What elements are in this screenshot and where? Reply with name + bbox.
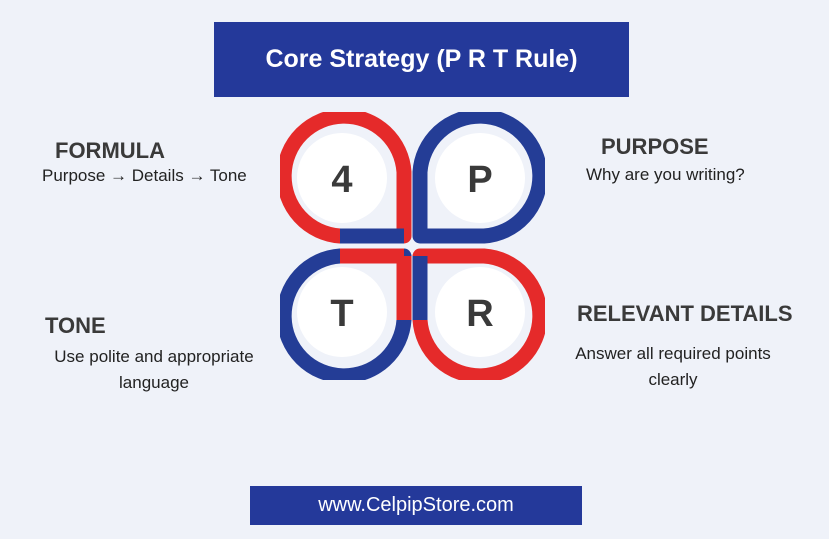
- letter-bottom-right: R: [466, 293, 493, 335]
- page-title: Core Strategy (P R T Rule): [265, 45, 578, 73]
- petal-top-left: 4: [280, 112, 412, 244]
- tone-text-line1: Use polite and appropriate: [54, 347, 254, 366]
- details-text-line1: Answer all required points: [575, 344, 771, 363]
- petal-bottom-right: R: [412, 248, 545, 380]
- formula-text: Purpose → Details → Tone: [42, 166, 247, 185]
- website-link[interactable]: www.CelpipStore.com: [318, 494, 514, 516]
- details-text: Answer all required points clearly: [553, 341, 793, 393]
- four-petal-graphic: 4 P T R: [280, 112, 545, 380]
- details-heading: RELEVANT DETAILS: [577, 301, 793, 326]
- petal-bottom-left: T: [280, 248, 412, 380]
- letter-bottom-left: T: [330, 293, 353, 335]
- purpose-text: Why are you writing?: [586, 165, 745, 184]
- letter-top-right: P: [467, 159, 492, 201]
- purpose-heading: PURPOSE: [601, 134, 709, 159]
- details-text-line2: clearly: [648, 370, 698, 389]
- letter-top-left: 4: [331, 159, 352, 201]
- footer-banner[interactable]: www.CelpipStore.com: [250, 486, 582, 525]
- petal-top-right: P: [412, 112, 545, 244]
- title-banner: Core Strategy (P R T Rule): [214, 22, 629, 97]
- formula-heading: FORMULA: [55, 138, 165, 163]
- tone-heading: TONE: [45, 313, 106, 338]
- tone-text-line2: language: [119, 373, 189, 392]
- tone-text: Use polite and appropriate language: [33, 344, 275, 396]
